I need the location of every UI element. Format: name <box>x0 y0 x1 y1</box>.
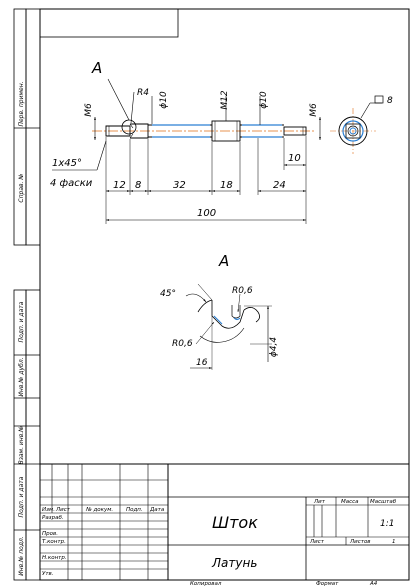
detail-len-16: 16 <box>196 358 208 368</box>
vertical-dims <box>94 91 321 140</box>
main-view: A 8 <box>50 59 393 224</box>
detail-angle: 45° <box>160 289 176 299</box>
label-inv-dubl: Инв.№ дубл. <box>18 357 25 396</box>
detail-r06-left: R0,6 <box>172 339 193 349</box>
tb-sheets: Листов <box>349 539 371 545</box>
dim-phi10-left: ϕ10 <box>159 91 169 109</box>
left-strip-bottom <box>13 289 41 581</box>
label-sprav-no: Справ. № <box>18 173 25 202</box>
left-strip-top <box>13 8 41 246</box>
tb-col-podp: Подп. <box>126 507 143 513</box>
tb-part-name: Шток <box>212 513 258 532</box>
dim-phi10-right: ϕ10 <box>259 91 269 109</box>
tb-sheets-value: 1 <box>392 539 396 545</box>
detail-a-circle <box>121 119 137 135</box>
dim-chamfer-note: 4 фаски <box>50 178 93 189</box>
dim-square-8: 8 <box>387 96 393 106</box>
extension-lines <box>105 136 307 224</box>
tb-row-razrab: Разраб. <box>42 515 64 521</box>
dim-len-100: 100 <box>197 208 216 219</box>
view-label-a: A <box>91 59 102 77</box>
tb-row-utv: Утв. <box>42 571 54 577</box>
dim-len-24: 24 <box>273 180 286 191</box>
dim-len-18: 18 <box>220 180 233 191</box>
tb-massa: Масса <box>341 499 359 505</box>
label-podp-data-2: Подп. и дата <box>18 476 25 517</box>
tb-lit: Лит <box>313 499 326 505</box>
label-perv-primen: Перв. примен. <box>18 81 25 126</box>
tb-row-tkontr: Т.контр. <box>42 539 66 545</box>
label-podp-data-1: Подп. и дата <box>18 301 25 342</box>
tb-col-list: Лист <box>55 507 71 513</box>
dim-chamfer: 1x45° <box>52 158 82 169</box>
detail-label-a: A <box>218 252 229 270</box>
shaft-highlights <box>152 124 282 138</box>
dim-m6-right: M6 <box>309 103 319 117</box>
dim-len-32: 32 <box>173 180 186 191</box>
tb-col-izm: Изм. <box>42 507 55 513</box>
detail-r06-top: R0,6 <box>232 286 253 296</box>
tb-sheet: Лист <box>309 539 325 545</box>
detail-phi44: ϕ4,4 <box>269 337 279 358</box>
title-block <box>39 463 410 581</box>
tb-copied: Копировал <box>190 581 222 587</box>
dim-len-8: 8 <box>135 180 141 191</box>
top-left-box <box>39 8 179 38</box>
dim-m6-left: M6 <box>84 103 94 117</box>
tb-masshtab: Масштаб <box>370 499 397 505</box>
tb-scale-value: 1:1 <box>380 519 394 529</box>
tb-material: Латунь <box>211 556 257 570</box>
tb-col-data: Дата <box>149 507 165 513</box>
horizontal-dims <box>52 140 306 221</box>
tb-col-doc: № докум. <box>85 507 113 513</box>
dim-len-10: 10 <box>288 153 301 164</box>
tb-format-value: А4 <box>369 581 378 587</box>
end-view <box>330 95 384 154</box>
label-inv-podl: Инв.№ подл. <box>18 536 25 576</box>
label-vzam-inv: Взам. инв.№ <box>18 426 25 465</box>
dim-len-12: 12 <box>113 180 126 191</box>
dim-m12: M12 <box>220 90 230 109</box>
dim-r4: R4 <box>137 88 149 98</box>
tb-row-nkontr: Н.контр. <box>42 555 67 561</box>
detail-view: A 45° R0,6 R0,6 ϕ4,4 16 <box>160 252 279 370</box>
tb-row-prov: Пров. <box>42 531 58 537</box>
tb-format: Формат <box>316 581 339 587</box>
